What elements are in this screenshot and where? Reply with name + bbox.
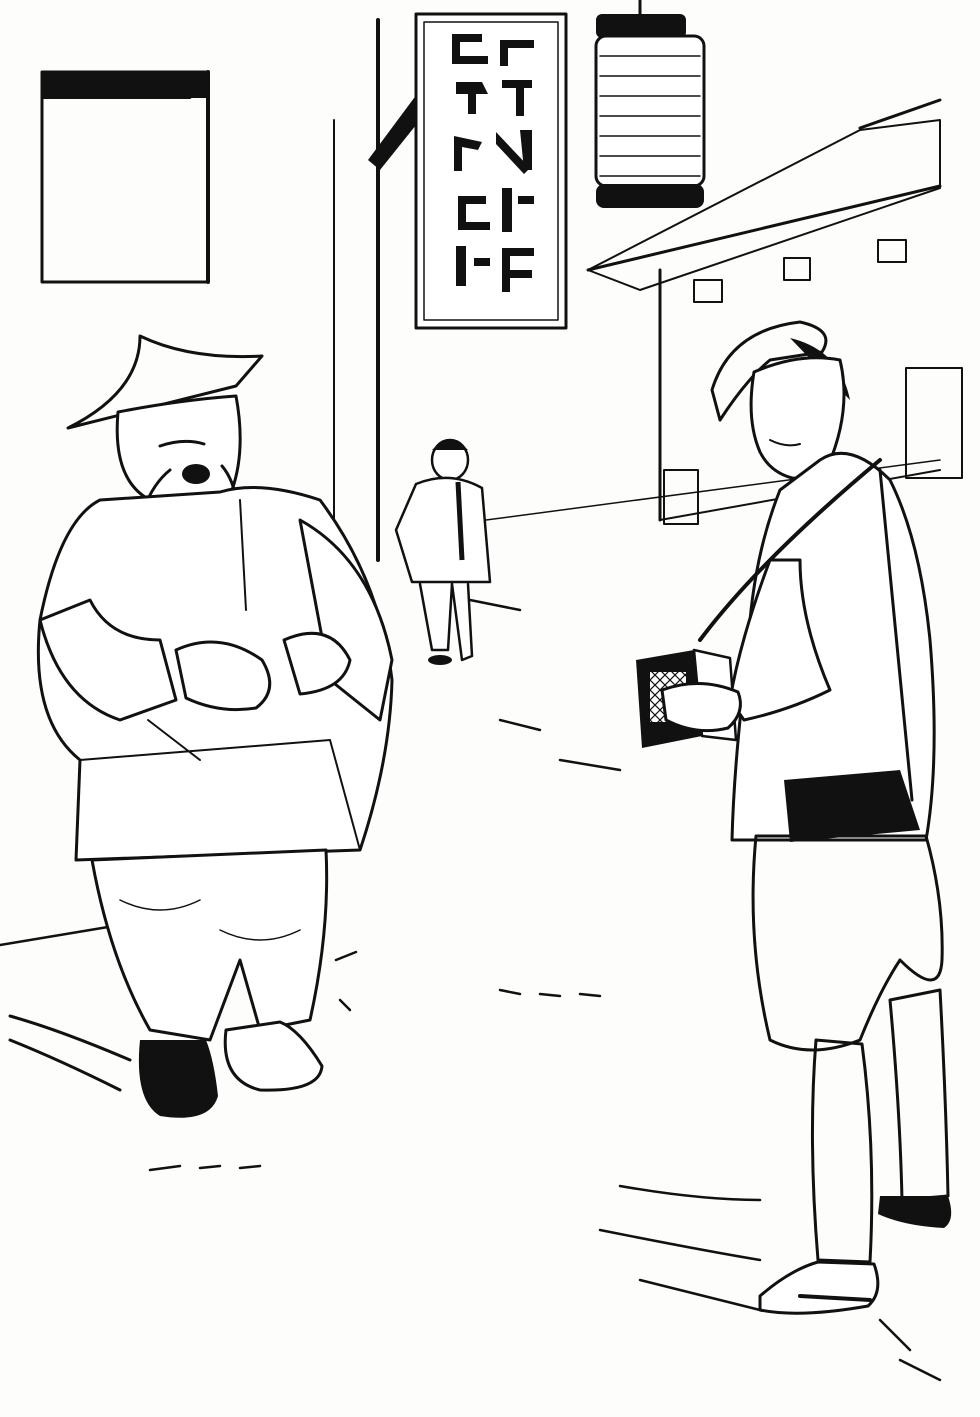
trousers <box>90 848 329 1042</box>
arm <box>728 558 832 722</box>
photographer-figure <box>598 320 952 1315</box>
plaid-knickers <box>751 834 944 1052</box>
head <box>115 394 242 507</box>
flat-cap <box>710 320 828 422</box>
sign-characters <box>452 34 534 292</box>
building-right <box>658 239 963 525</box>
street-marks <box>148 598 942 1382</box>
left-sleeve <box>38 598 178 722</box>
satchel <box>784 770 920 842</box>
paper-lantern <box>594 0 706 208</box>
hands <box>660 681 742 733</box>
left-shoe <box>758 1260 880 1315</box>
stout-man-figure <box>8 334 394 1118</box>
argyle-sock <box>810 1038 874 1264</box>
background-buildings <box>0 0 963 947</box>
tiled-roof <box>586 98 942 291</box>
ground-shadow <box>598 1184 762 1312</box>
right-shoe <box>223 1020 324 1092</box>
sign-bracket <box>368 90 420 170</box>
argyle-sock <box>888 988 950 1202</box>
hanging-sign <box>414 12 568 330</box>
ground-shadow <box>8 1014 132 1092</box>
hands <box>174 640 272 712</box>
conical-hat <box>66 334 264 430</box>
camera-strap <box>698 458 882 642</box>
left-shoe <box>138 1040 218 1118</box>
street-curb <box>0 923 122 947</box>
right-shoe <box>878 1196 952 1228</box>
building-window-left <box>40 70 210 284</box>
distant-pedestrian <box>394 438 492 665</box>
right-sleeve <box>298 518 394 722</box>
